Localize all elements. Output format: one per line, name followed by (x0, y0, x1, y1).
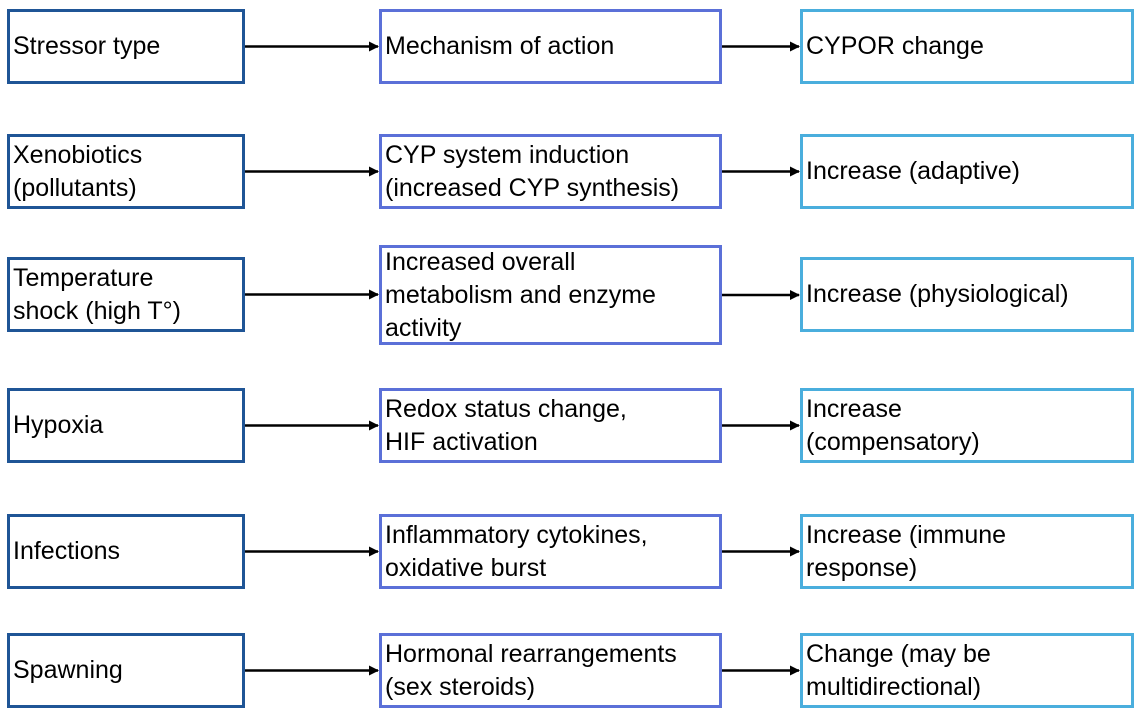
stressor-header-text: Stressor type (13, 32, 161, 60)
change-header-text: CYPOR change (806, 32, 984, 60)
mechanism-infections-box: Inflammatory cytokines, oxidative burst (379, 514, 722, 589)
mechanism-header-box: Mechanism of action (379, 9, 722, 84)
change-infections-box: Increase (immune response) (800, 514, 1134, 589)
change-spawning-text: Change (may be multidirectional) (806, 639, 991, 701)
change-header-box: CYPOR change (800, 9, 1134, 84)
mechanism-temperature-box: Increased overall metabolism and enzyme … (379, 245, 722, 345)
stressor-infections-box: Infections (7, 514, 245, 589)
stressor-hypoxia-box: Hypoxia (7, 388, 245, 463)
mechanism-infections-text: Inflammatory cytokines, oxidative burst (385, 520, 648, 582)
stressor-temperature-text: Temperature shock (high T°) (13, 263, 181, 325)
mechanism-header-text: Mechanism of action (385, 32, 615, 60)
change-xenobiotics-text: Increase (adaptive) (806, 157, 1021, 185)
stressor-xenobiotics-box: Xenobiotics (pollutants) (7, 134, 245, 209)
mechanism-spawning-box: Hormonal rearrangements (sex steroids) (379, 633, 722, 708)
mechanism-spawning-text: Hormonal rearrangements (sex steroids) (385, 639, 677, 701)
stressor-temperature-box: Temperature shock (high T°) (7, 257, 245, 332)
mechanism-xenobiotics-box: CYP system induction (increased CYP synt… (379, 134, 722, 209)
stressor-infections-text: Infections (13, 537, 121, 565)
change-spawning-box: Change (may be multidirectional) (800, 633, 1134, 708)
mechanism-temperature-text: Increased overall metabolism and enzyme … (385, 247, 656, 342)
change-temperature-text: Increase (physiological) (806, 280, 1069, 308)
mechanism-xenobiotics-text: CYP system induction (increased CYP synt… (385, 140, 680, 202)
mechanism-hypoxia-box: Redox status change, HIF activation (379, 388, 722, 463)
stressor-header-box: Stressor type (7, 9, 245, 84)
change-temperature-box: Increase (physiological) (800, 257, 1134, 332)
stressor-xenobiotics-text: Xenobiotics (pollutants) (13, 140, 143, 202)
change-hypoxia-text: Increase (compensatory) (806, 395, 980, 456)
mechanism-hypoxia-text: Redox status change, HIF activation (385, 394, 627, 456)
change-xenobiotics-box: Increase (adaptive) (800, 134, 1134, 209)
change-infections-text: Increase (immune response) (806, 521, 1007, 582)
stressor-spawning-box: Spawning (7, 633, 245, 708)
stressor-spawning-text: Spawning (13, 656, 123, 684)
stressor-hypoxia-text: Hypoxia (13, 411, 104, 439)
change-hypoxia-box: Increase (compensatory) (800, 388, 1134, 463)
